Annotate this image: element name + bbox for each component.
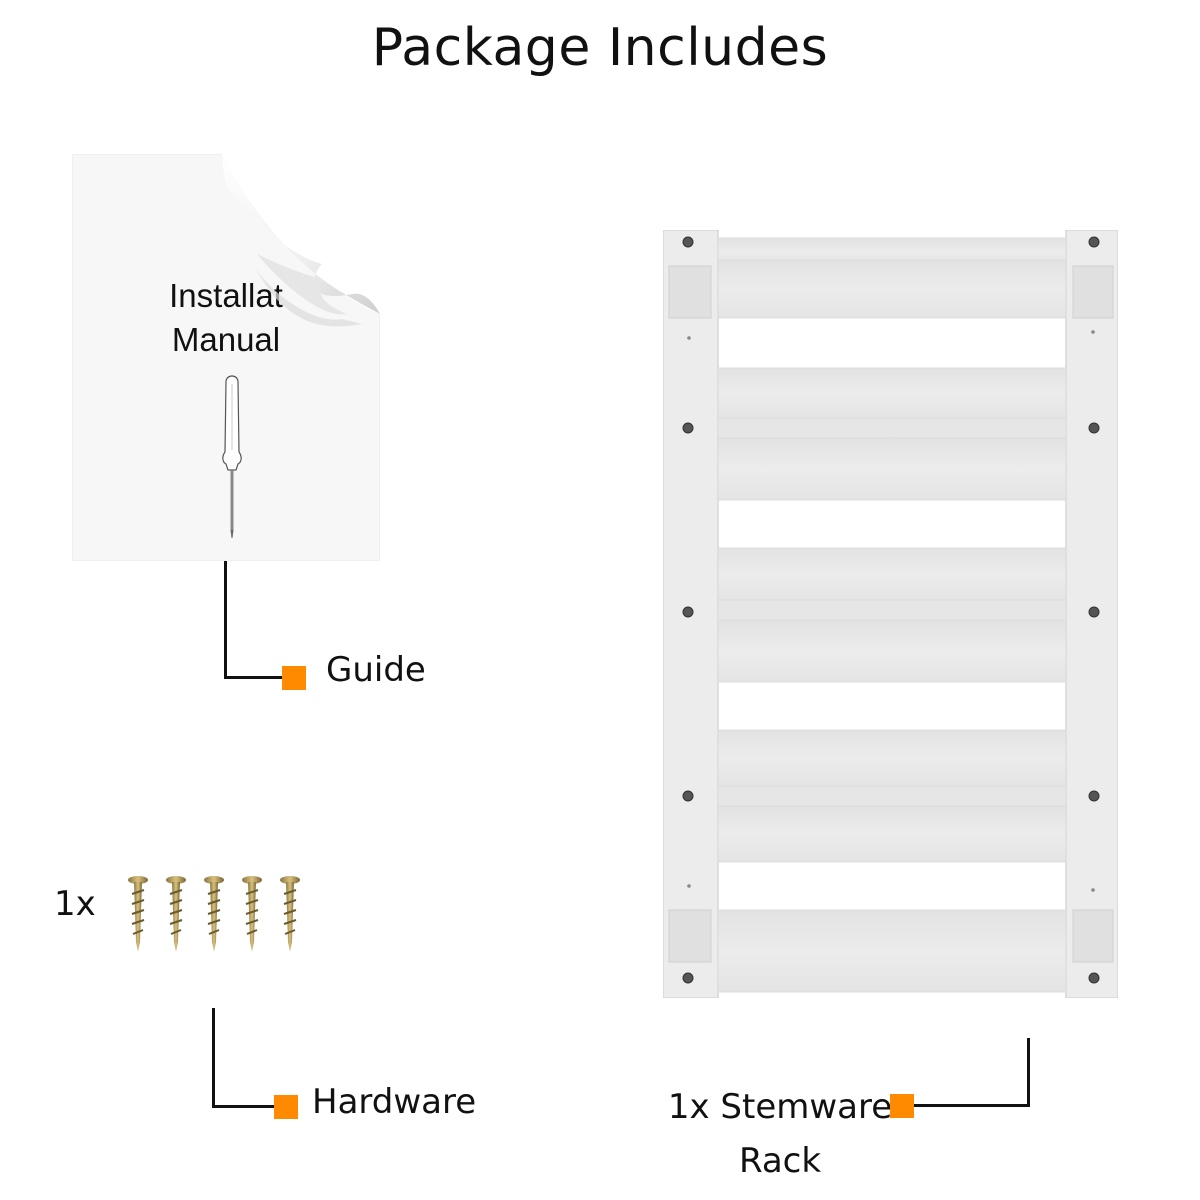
- guide-bullet: [282, 666, 306, 690]
- hardware-bullet: [274, 1095, 298, 1119]
- stemware-rack-image: [663, 230, 1118, 998]
- rack-label: 1x Stemware Rack: [650, 1080, 910, 1188]
- manual-title: Installat Manual: [72, 274, 380, 362]
- screw-icon: [280, 876, 300, 952]
- guide-label: Guide: [326, 650, 426, 690]
- hardware-quantity: 1x: [54, 884, 96, 924]
- rack-label-line2: Rack: [738, 1141, 822, 1181]
- screw-icon: [128, 876, 148, 952]
- screw-icon: [166, 876, 186, 952]
- page-title: Package Includes: [371, 18, 829, 78]
- rack-connector-vertical: [1027, 1038, 1030, 1107]
- screw-icon: [242, 876, 262, 952]
- hardware-label: Hardware: [312, 1082, 477, 1122]
- rack-label-line1: 1x Stemware: [667, 1087, 893, 1127]
- installation-manual: Installat Manual: [72, 154, 380, 561]
- screws-image: [128, 876, 300, 952]
- manual-title-line2: Manual: [171, 321, 281, 358]
- guide-connector-horizontal: [224, 676, 284, 679]
- hardware-connector-horizontal: [212, 1105, 274, 1108]
- manual-title-line1: Installat: [169, 277, 283, 314]
- screwdriver-icon: [222, 375, 242, 538]
- rack-connector-horizontal: [914, 1104, 1030, 1107]
- rack-bullet: [890, 1094, 914, 1118]
- hardware-connector-vertical: [212, 1008, 215, 1108]
- guide-connector-vertical: [224, 561, 227, 679]
- screw-icon: [204, 876, 224, 952]
